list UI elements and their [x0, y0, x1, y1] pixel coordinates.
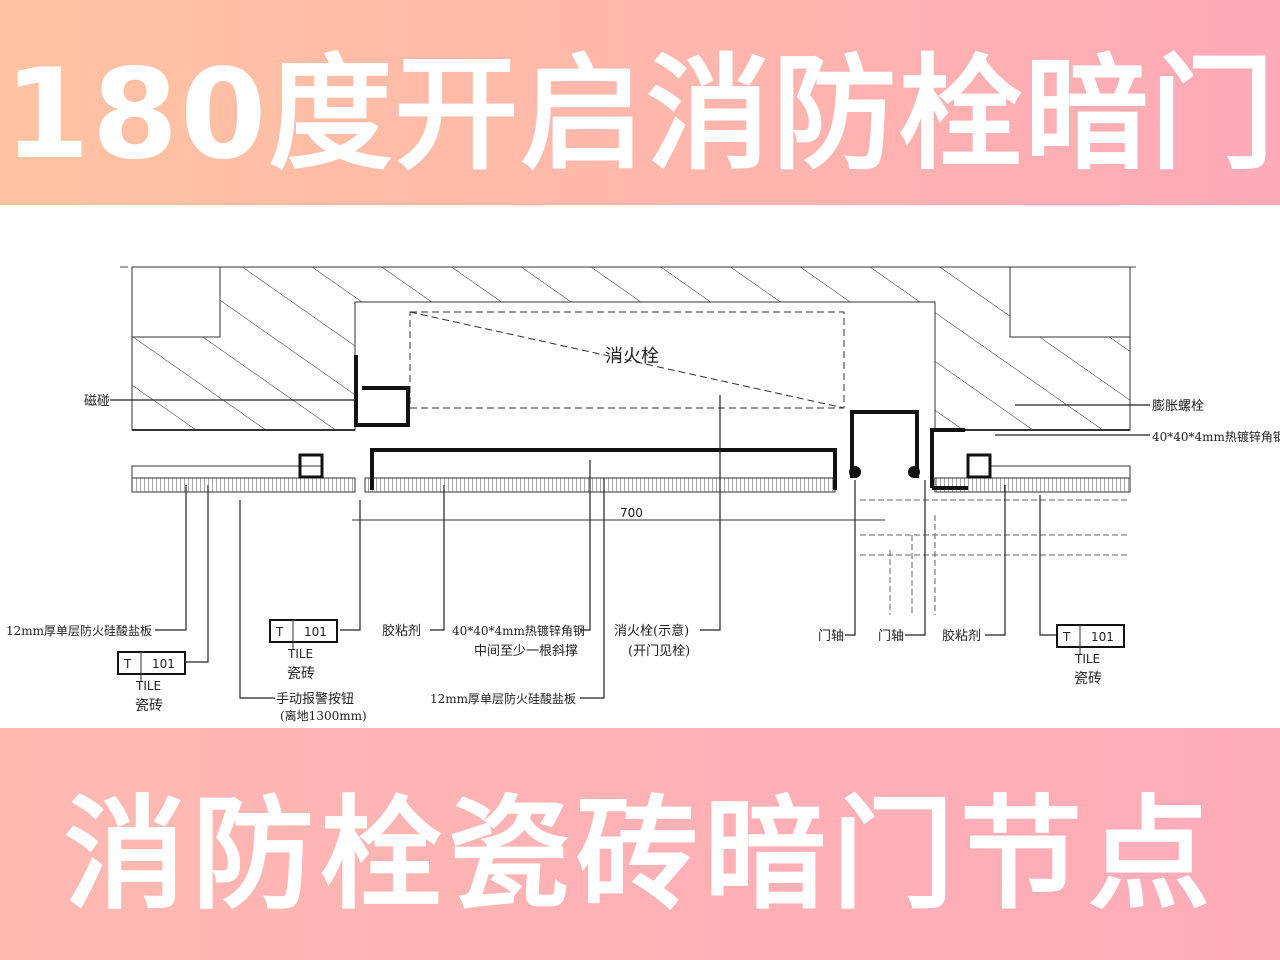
svg-text:瓷砖: 瓷砖: [135, 698, 163, 714]
svg-text:101: 101: [304, 625, 327, 639]
svg-text:T: T: [1062, 630, 1071, 644]
label-angle-steel-mid-2: 中间至少一根斜撑: [474, 644, 578, 659]
label-alarm: 手动报警按钮: [276, 691, 354, 707]
label-magnet: 磁碰: [84, 394, 110, 409]
cad-section-drawing: 消火栓 700: [6, 266, 1280, 723]
label-angle-steel-right: 40*40*4mm热镀锌角钢: [1152, 430, 1280, 444]
label-board-mid: 12mm厚单层防火硅酸盐板: [430, 691, 576, 706]
tile-tag: T 101 TILE 瓷砖: [1056, 624, 1125, 687]
svg-text:TILE: TILE: [287, 647, 313, 661]
tile-tag: T 101 TILE 瓷砖: [269, 619, 338, 682]
fire-hydrant-box: 消火栓: [409, 311, 845, 409]
label-hinge-2: 门轴: [878, 629, 904, 644]
page-title: 180度开启消防栓暗门: [3, 42, 1277, 187]
page-subtitle: 消防栓瓷砖暗门节点: [64, 783, 1216, 926]
dimension-line: 700: [352, 506, 885, 521]
svg-text:TILE: TILE: [135, 679, 161, 693]
svg-text:T: T: [123, 657, 132, 671]
svg-text:瓷砖: 瓷砖: [1074, 671, 1102, 687]
svg-text:T: T: [275, 625, 284, 639]
concrete-wall: [120, 266, 1140, 431]
svg-text:101: 101: [152, 657, 175, 671]
hydrant-label: 消火栓: [605, 346, 659, 367]
svg-text:瓷砖: 瓷砖: [287, 666, 315, 682]
title-banner: 180度开启消防栓暗门: [0, 0, 1280, 205]
label-hinge-1: 门轴: [818, 629, 844, 644]
dimension-700: 700: [620, 506, 643, 520]
label-hydrant-note-2: (开门见栓): [628, 644, 690, 659]
label-angle-steel-mid: 40*40*4mm热镀锌角钢: [452, 624, 585, 638]
label-adhesive-left: 胶粘剂: [382, 623, 421, 639]
svg-text:TILE: TILE: [1074, 652, 1100, 666]
label-expansion-bolt: 膨胀螺栓: [1152, 399, 1204, 414]
tile-tag: T 101 TILE 瓷砖: [117, 651, 186, 714]
label-hydrant-note: 消火栓(示意): [614, 623, 689, 639]
svg-text:101: 101: [1091, 630, 1114, 644]
tile-layers: [131, 465, 1131, 493]
label-adhesive-right: 胶粘剂: [942, 628, 981, 644]
door-swing: [860, 499, 1130, 615]
label-alarm-2: (离地1300mm): [280, 708, 367, 723]
label-board-left: 12mm厚单层防火硅酸盐板: [6, 623, 152, 638]
subtitle-banner: 消防栓瓷砖暗门节点: [0, 728, 1280, 960]
door-panel: [298, 355, 992, 490]
leader-lines: [110, 395, 1150, 699]
